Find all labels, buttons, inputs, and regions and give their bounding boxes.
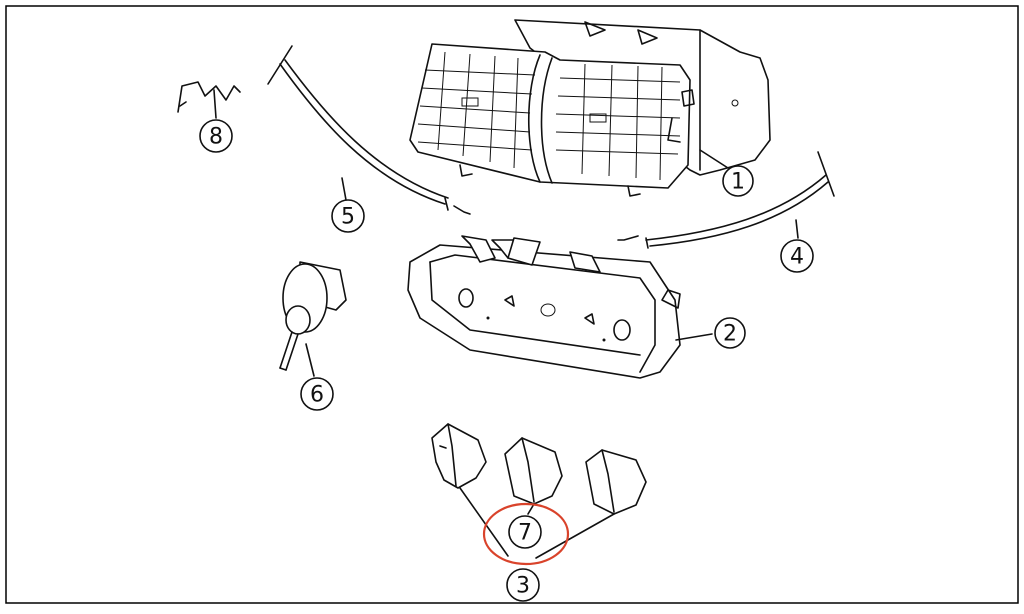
callout-2: 2	[714, 317, 746, 349]
cable-part-5	[267, 45, 471, 215]
callout-label: 4	[790, 245, 804, 270]
air-vent-part-1	[409, 19, 771, 197]
knobs-part-3	[431, 423, 647, 515]
callout-label: 6	[310, 383, 324, 408]
callout-label: 1	[731, 170, 745, 195]
callout-7: 7	[508, 515, 542, 549]
callout-label: 7	[518, 521, 532, 546]
callout-6: 6	[300, 377, 334, 411]
callout-label: 5	[341, 205, 355, 230]
callout-3: 3	[506, 568, 540, 602]
leader-lines	[213, 89, 799, 559]
highlight-ellipse	[482, 502, 570, 566]
actuator-part-6	[279, 261, 347, 371]
callout-label: 8	[209, 125, 223, 150]
wire-clip-part-8	[177, 81, 241, 113]
callout-label: 2	[723, 322, 737, 347]
control-panel-part-2	[407, 235, 681, 379]
callout-5: 5	[331, 199, 365, 233]
cable-part-4	[617, 151, 835, 249]
callout-label: 3	[516, 574, 530, 599]
callout-8: 8	[199, 119, 233, 153]
callout-1: 1	[722, 165, 754, 197]
callout-4: 4	[780, 239, 814, 273]
